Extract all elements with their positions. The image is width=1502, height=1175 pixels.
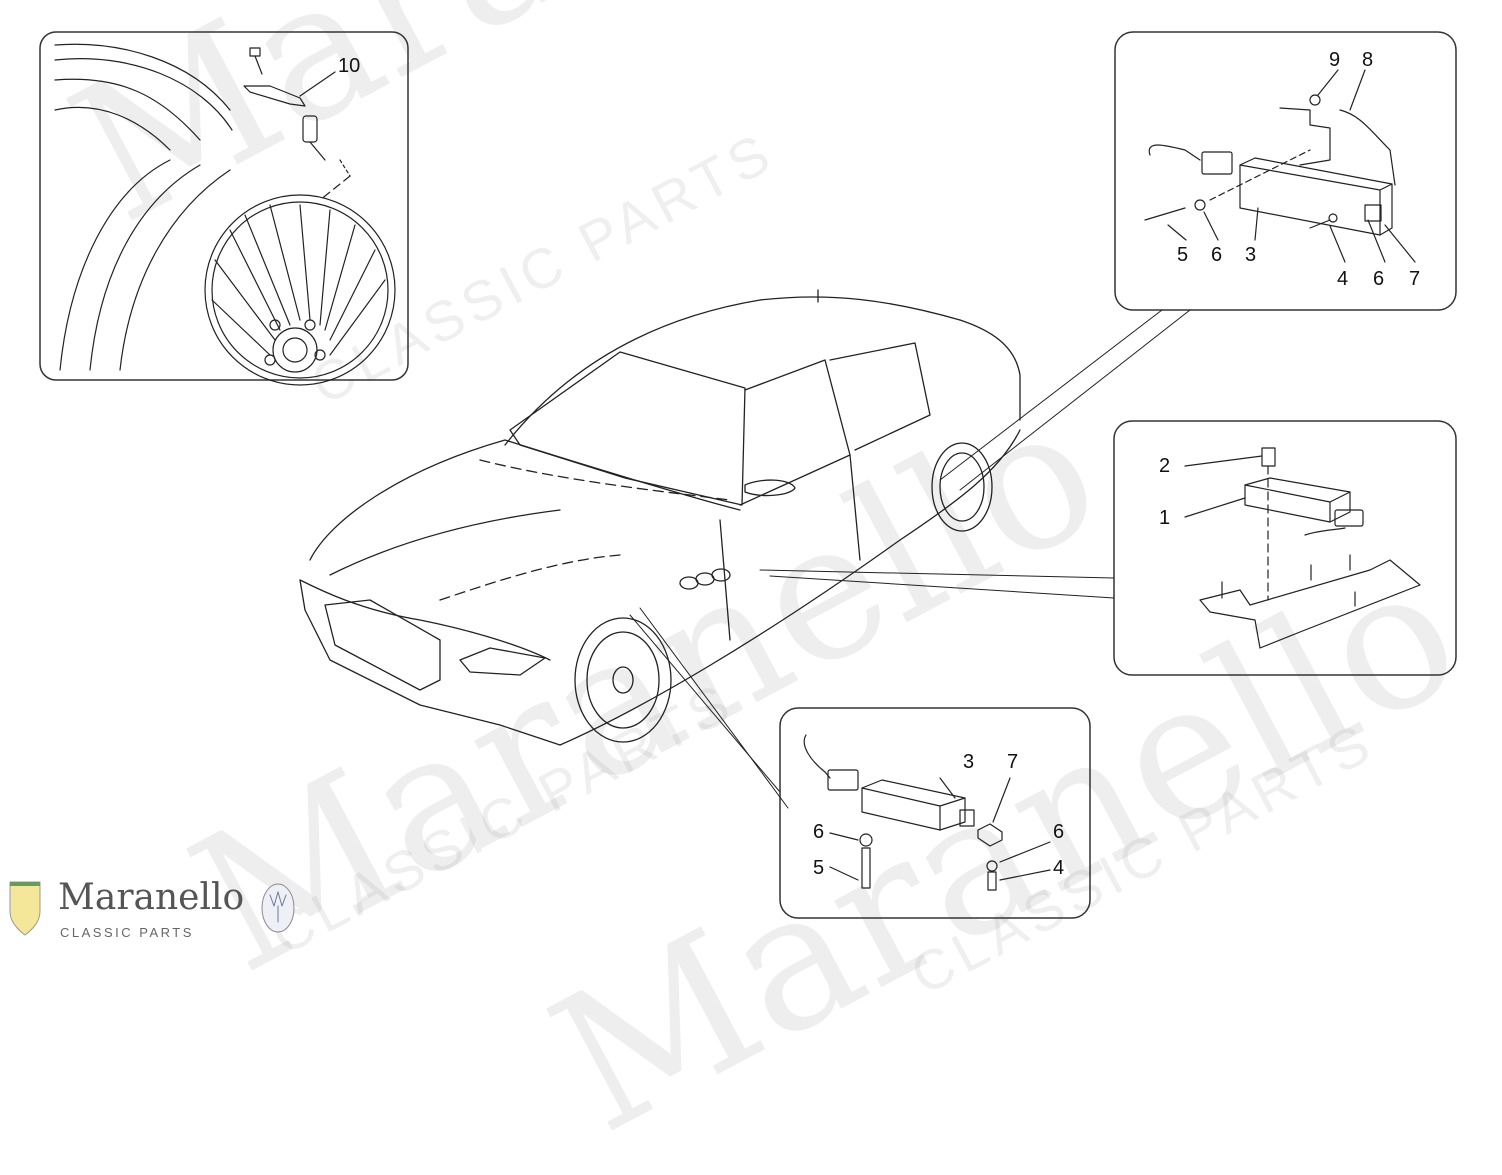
callout-mid-1: 1 <box>1159 507 1171 529</box>
panel-control-unit-top <box>1114 31 1457 311</box>
brand-tagline: CLASSIC PARTS <box>60 925 194 940</box>
diagram-artwork <box>9 31 1457 936</box>
callout-top-9: 9 <box>1329 49 1341 71</box>
panel-antenna-bottom <box>779 707 1091 919</box>
callout-mid-2: 2 <box>1159 455 1171 477</box>
control-unit-top-art <box>1144 69 1416 263</box>
callout-top-6a: 6 <box>1211 244 1223 266</box>
diagram-stage: Maranello Maranello Maranello CLASSIC PA… <box>9 0 1491 1175</box>
car-body-art <box>299 289 1021 746</box>
panel-control-unit-mid <box>1113 420 1457 676</box>
callout-bottom-7: 7 <box>1007 751 1019 773</box>
callout-bottom-6a: 6 <box>813 821 825 843</box>
brand-name: Maranello <box>58 877 245 918</box>
ferrari-shield-icon <box>9 881 41 936</box>
maserati-trident-badge-icon <box>261 883 295 933</box>
wheel-tire-art <box>54 43 396 386</box>
callout-bottom-6b: 6 <box>1053 821 1065 843</box>
callout-bottom-3: 3 <box>963 751 975 773</box>
callout-top-7: 7 <box>1409 268 1421 290</box>
callout-top-8: 8 <box>1362 49 1374 71</box>
callout-top-6b: 6 <box>1373 268 1385 290</box>
antenna-bottom-art <box>803 734 1051 891</box>
callout-top-5: 5 <box>1177 244 1189 266</box>
callout-bottom-4: 4 <box>1053 857 1065 879</box>
leader-lines <box>629 309 1191 809</box>
callout-wheel-sensor-10: 10 <box>338 55 361 77</box>
callout-top-3: 3 <box>1245 244 1257 266</box>
callout-bottom-5: 5 <box>813 857 825 879</box>
control-unit-mid-art <box>1184 447 1421 649</box>
panel-wheel-sensor <box>39 31 409 381</box>
callout-top-4: 4 <box>1337 268 1349 290</box>
